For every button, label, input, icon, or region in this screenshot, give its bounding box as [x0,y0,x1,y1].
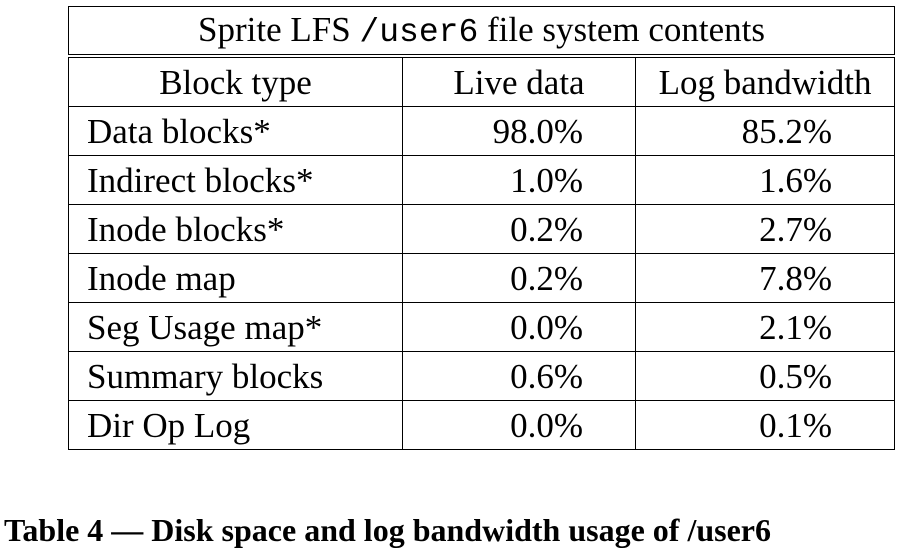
cell-live-data: 0.6% [402,351,636,401]
table-row: Summary blocks 0.6% 0.5% [68,351,896,401]
table-title-prefix: Sprite LFS [198,10,360,49]
cell-log-bandwidth: 0.5% [634,351,896,401]
table-row: Seg Usage map* 0.0% 2.1% [68,302,896,352]
table-row: Dir Op Log 0.0% 0.1% [68,400,896,450]
cell-log-bandwidth: 2.7% [634,204,896,254]
cell-log-bandwidth: 85.2% [634,106,896,156]
table-row: Data blocks* 98.0% 85.2% [68,106,896,156]
table-row: Inode blocks* 0.2% 2.7% [68,204,896,254]
cell-block-type: Summary blocks [68,351,403,401]
table-header-row: Block type Live data Log bandwidth [68,56,896,107]
table-row: Inode map 0.2% 7.8% [68,253,896,303]
cell-live-data: 98.0% [402,106,636,156]
cell-block-type: Seg Usage map* [68,302,403,352]
disk-usage-table-container: Sprite LFS /user6 file system contents B… [67,6,896,450]
cell-log-bandwidth: 2.1% [634,302,896,352]
cell-live-data: 1.0% [402,155,636,205]
cell-block-type: Inode blocks* [68,204,403,254]
table-title-suffix: file system contents [478,10,766,49]
header-live-data: Live data [402,56,636,107]
cell-log-bandwidth: 7.8% [634,253,896,303]
cell-block-type: Data blocks* [68,106,403,156]
table-title: Sprite LFS /user6 file system contents [67,6,896,58]
table-title-code: /user6 [359,14,479,51]
cell-log-bandwidth: 1.6% [634,155,896,205]
cell-live-data: 0.2% [402,204,636,254]
cell-live-data: 0.0% [402,302,636,352]
cell-live-data: 0.2% [402,253,636,303]
header-log-bandwidth: Log bandwidth [634,56,896,107]
cell-block-type: Inode map [68,253,403,303]
header-block-type: Block type [68,56,403,107]
cell-live-data: 0.0% [402,400,636,450]
disk-usage-table: Sprite LFS /user6 file system contents B… [67,6,896,450]
cell-block-type: Indirect blocks* [68,155,403,205]
table-row: Indirect blocks* 1.0% 1.6% [68,155,896,205]
table-title-row: Sprite LFS /user6 file system contents [67,6,896,58]
cell-block-type: Dir Op Log [68,400,403,450]
table-caption: Table 4 — Disk space and log bandwidth u… [4,512,771,548]
cell-log-bandwidth: 0.1% [634,400,896,450]
